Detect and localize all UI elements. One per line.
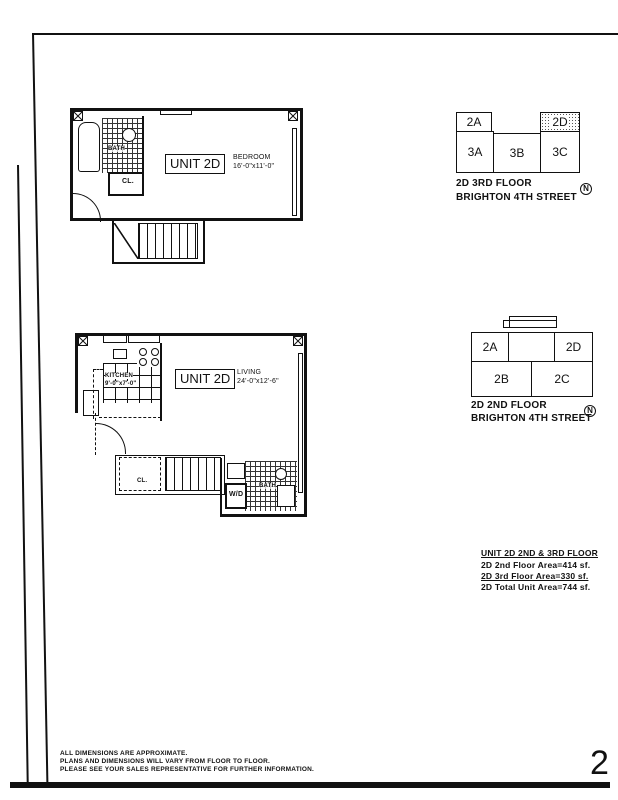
area-line-3rd-floor: 2D 3rd Floor Area=330 sf. xyxy=(481,571,589,581)
bath-floor-tile xyxy=(102,118,142,173)
left-border-line xyxy=(32,33,48,783)
kitchen-counter-line xyxy=(93,369,103,370)
keyplan-3rd-floor: 2A 2D 3A 3B 3C 2D 3RD FLOOR BRIGHTON 4TH… xyxy=(456,112,596,212)
bath-enclosure xyxy=(220,458,307,516)
closet xyxy=(119,457,161,491)
room-dimensions-living: 24'-0"x12'-6" xyxy=(237,378,279,385)
exterior-wall xyxy=(75,333,307,516)
keyplan-unit-2a: 2A xyxy=(456,112,492,132)
stair-landing-diagonal xyxy=(114,223,138,259)
room-label-kitchen: KITCHEN xyxy=(105,373,134,379)
keyplan-unit-2c: 2C xyxy=(531,361,593,397)
area-summary-title: UNIT 2D 2ND & 3RD FLOOR xyxy=(481,548,598,558)
door-line xyxy=(72,193,73,221)
sink-icon xyxy=(113,349,127,359)
column-icon xyxy=(288,111,298,121)
kitchen-counter-line xyxy=(93,369,94,419)
window-top xyxy=(128,335,160,343)
washer-dryer xyxy=(225,483,247,509)
area-line-total: 2D Total Unit Area=744 sf. xyxy=(481,582,591,592)
keyplan-unit-connector xyxy=(508,332,555,352)
column-icon xyxy=(73,111,83,121)
column-icon xyxy=(293,336,303,346)
staircase xyxy=(138,223,198,259)
disclaimer-line: ALL DIMENSIONS ARE APPROXIMATE. xyxy=(60,750,188,757)
keyplan-unit-2d-highlighted: 2D xyxy=(554,332,593,362)
keyplan-bridge-inner xyxy=(503,320,557,328)
area-summary: UNIT 2D 2ND & 3RD FLOOR 2D 2nd Floor Are… xyxy=(481,548,611,592)
door-line xyxy=(95,413,96,455)
disclaimer: ALL DIMENSIONS ARE APPROXIMATE. PLANS AN… xyxy=(60,750,314,774)
sink-icon xyxy=(227,463,245,479)
disclaimer-line: PLANS AND DIMENSIONS WILL VARY FROM FLOO… xyxy=(60,758,271,765)
disclaimer-line: PLEASE SEE YOUR SALES REPRESENTATIVE FOR… xyxy=(60,766,315,773)
keyplan-unit-2b: 2B xyxy=(471,361,532,397)
bottom-border-bar xyxy=(10,782,610,788)
window-top xyxy=(160,110,192,115)
bath-wall xyxy=(142,116,144,196)
exterior-wall xyxy=(70,108,303,221)
north-arrow-icon: N xyxy=(584,405,596,417)
kitchen-counter-line xyxy=(99,417,161,418)
floor-plan-3rd-floor: BATH CL. UNIT 2D BEDROOM 16'-0"x11'-0" xyxy=(70,108,310,268)
room-label-bath: BATH xyxy=(108,146,126,152)
bathtub-icon xyxy=(78,122,100,172)
room-label-closet: CL. xyxy=(122,178,134,185)
window-right xyxy=(298,353,303,493)
kitchen-wall xyxy=(160,343,162,421)
top-border-line xyxy=(32,33,618,35)
keyplan-unit-3a: 3A xyxy=(456,131,494,173)
room-label-closet: CL. xyxy=(137,478,148,484)
window-top xyxy=(103,335,127,343)
keyplan-unit-3b: 3B xyxy=(493,133,541,173)
keyplan-unit-3c: 3C xyxy=(540,131,580,173)
unit-label: UNIT 2D xyxy=(175,369,236,389)
left-wall xyxy=(75,333,78,413)
keyplan-unit-2a: 2A xyxy=(471,332,509,362)
stair-enclosure xyxy=(112,221,205,264)
shower-icon xyxy=(277,485,295,507)
keyplan-unit-2d-highlighted: 2D xyxy=(540,112,580,132)
keyplan-caption-line2: BRIGHTON 4TH STREET xyxy=(456,192,577,203)
keyplan-caption-line1: 2D 3RD FLOOR xyxy=(456,178,532,189)
window-right xyxy=(292,128,297,216)
toilet-icon xyxy=(275,468,287,480)
keyplan-caption-line2: BRIGHTON 4TH STREET xyxy=(471,413,592,424)
stove-icon xyxy=(137,347,161,367)
room-dimensions-bedroom: 16'-0"x11'-0" xyxy=(233,163,275,170)
floor-plan-2nd-floor: KITCHEN 9'-0"x7'-0" UNIT 2D LIVING 24'-0… xyxy=(75,333,315,523)
page-number: 2 xyxy=(590,744,610,782)
keyplan-2nd-floor: 2A 2D 2B 2C 2D 2ND FLOOR BRIGHTON 4TH ST… xyxy=(471,316,611,426)
room-label-living: LIVING xyxy=(237,369,262,376)
left-outer-line xyxy=(17,165,29,785)
stair-enclosure xyxy=(115,455,225,495)
staircase xyxy=(165,457,221,491)
unit-label: UNIT 2D xyxy=(165,154,226,174)
room-dimensions-kitchen: 9'-0"x7'-0" xyxy=(105,381,137,387)
closet xyxy=(108,172,144,196)
keyplan-caption-line1: 2D 2ND FLOOR xyxy=(471,400,547,411)
toilet-icon xyxy=(122,128,136,142)
area-line-2nd-floor: 2D 2nd Floor Area=414 sf. xyxy=(481,560,591,570)
room-label-bedroom: BEDROOM xyxy=(233,154,271,161)
room-label-bath: BATH xyxy=(259,483,277,489)
north-arrow-icon: N xyxy=(580,183,592,195)
room-label-wd: W/D xyxy=(229,491,244,498)
column-icon xyxy=(78,336,88,346)
closet xyxy=(83,390,99,416)
